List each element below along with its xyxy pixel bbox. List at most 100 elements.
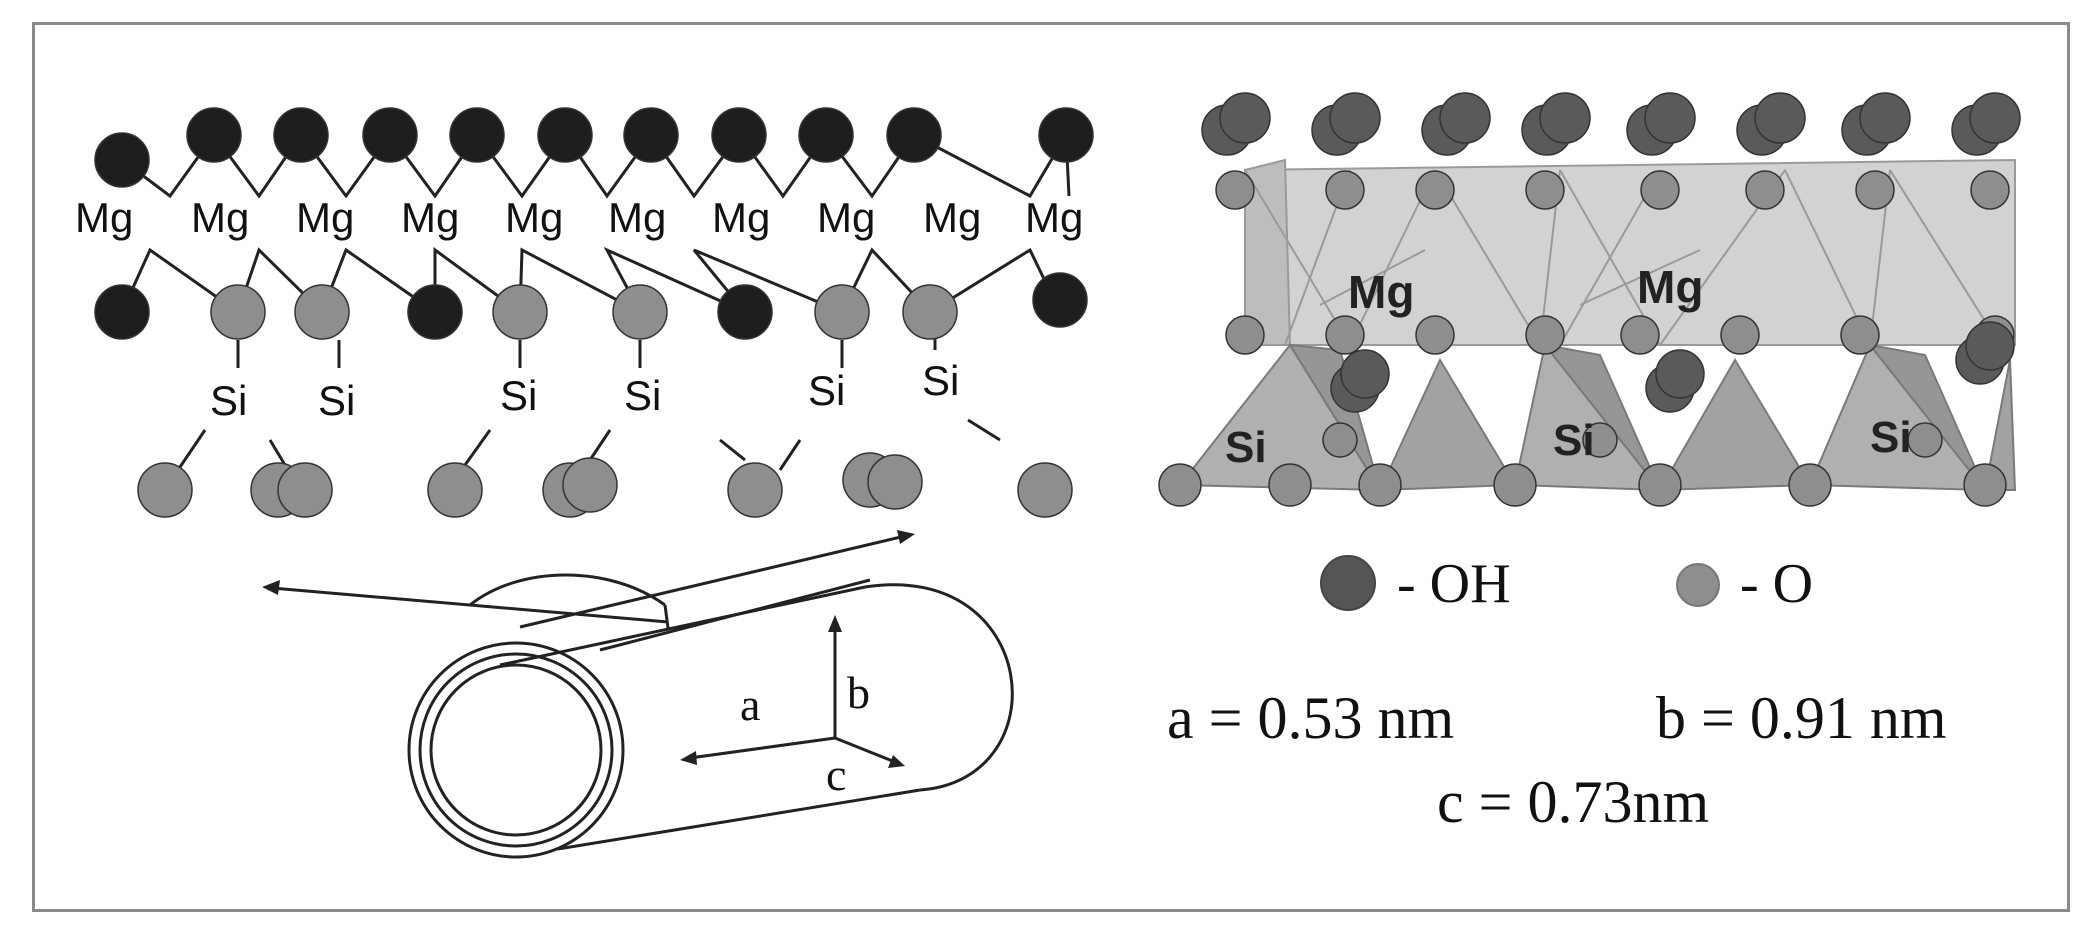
o-atom: [902, 284, 958, 340]
o-atom: [427, 462, 483, 518]
o-atom: [1907, 422, 1943, 458]
o-atom: [1358, 463, 1402, 507]
si-label: Si: [318, 377, 355, 424]
mg-label: Mg: [817, 194, 875, 241]
mg-label: Mg: [401, 194, 459, 241]
o-atom: [1225, 315, 1265, 355]
o-atom: [1788, 463, 1832, 507]
rolling-arrows: [262, 530, 915, 652]
nanotube-schematic: [262, 530, 1014, 859]
left-bonds: [120, 129, 1071, 471]
o-atom: [1017, 462, 1073, 518]
o-atom: [612, 284, 668, 340]
axis-arrows: [680, 615, 905, 768]
o-atom: [562, 457, 618, 513]
legend-oh-label: - OH: [1397, 553, 1511, 615]
o-atom: [1415, 170, 1455, 210]
o-atom: [1215, 170, 1255, 210]
tube-outer-wall: [407, 641, 625, 859]
si-label: Si: [500, 372, 537, 419]
oh-atom: [1340, 349, 1390, 399]
mg-label: Mg: [1637, 261, 1703, 313]
o-atom: [1525, 315, 1565, 355]
oh-atom: [1329, 92, 1381, 144]
right-structure: Mg Mg Si Si Si: [1158, 92, 2021, 507]
o-atom: [294, 284, 350, 340]
oh-atom: [537, 107, 593, 163]
oh-atom: [1032, 272, 1088, 328]
legend-o-label: - O: [1740, 553, 1813, 615]
right-atoms: [1158, 170, 2015, 507]
oh-atom: [1439, 92, 1491, 144]
tube-body: [407, 583, 1014, 859]
o-atom: [492, 284, 548, 340]
si-label: Si: [1225, 423, 1267, 472]
si-label: Si: [922, 357, 959, 404]
oh-atom-icon: [1320, 555, 1376, 611]
right-labels: Mg Mg Si Si Si: [1225, 261, 1912, 472]
oh-atom: [94, 132, 150, 188]
o-atom: [277, 462, 333, 518]
oh-atom: [1539, 92, 1591, 144]
o-atom: [1582, 422, 1618, 458]
o-atom: [1322, 422, 1358, 458]
si-label: Si: [210, 377, 247, 424]
oh-atom: [362, 107, 418, 163]
left-labels: Mg Mg Mg Mg Mg Mg Mg Mg Mg Mg Si Si Si S…: [75, 194, 1083, 424]
oh-atom: [1965, 321, 2015, 371]
o-atom: [1840, 315, 1880, 355]
oh-atom: [407, 284, 463, 340]
mg-label: Mg: [505, 194, 563, 241]
o-atom: [1963, 463, 2007, 507]
left-atoms: [94, 107, 1094, 518]
o-atom: [814, 284, 870, 340]
legend: - OH - O: [1320, 553, 1813, 615]
o-atom: [137, 462, 193, 518]
o-atom: [1720, 315, 1760, 355]
axis-b-label: b: [847, 667, 870, 718]
left-sheet: Mg Mg Mg Mg Mg Mg Mg Mg Mg Mg Si Si Si S…: [75, 107, 1094, 518]
o-atom: [1745, 170, 1785, 210]
mg-label: Mg: [608, 194, 666, 241]
si-label: Si: [1870, 413, 1912, 462]
oh-atom: [1644, 92, 1696, 144]
oh-atom: [798, 107, 854, 163]
right-top-oh-row: [1201, 92, 2021, 156]
si-label: Si: [1553, 416, 1595, 465]
o-atom: [1640, 170, 1680, 210]
oh-atom: [1754, 92, 1806, 144]
oh-atom: [711, 107, 767, 163]
parameter-b: b = 0.91 nm: [1656, 685, 1947, 751]
o-atom: [1158, 463, 1202, 507]
o-atom: [867, 454, 923, 510]
oh-atom: [94, 284, 150, 340]
o-atom: [210, 284, 266, 340]
o-atom: [1525, 170, 1565, 210]
oh-atom: [717, 284, 773, 340]
o-atom-icon: [1676, 563, 1720, 607]
mg-label: Mg: [191, 194, 249, 241]
o-atom: [1493, 463, 1537, 507]
oh-atom: [186, 107, 242, 163]
parameter-c: c = 0.73nm: [1437, 769, 1709, 835]
oh-atom: [1219, 92, 1271, 144]
tube-inner-wall: [429, 663, 603, 837]
si-label: Si: [808, 367, 845, 414]
axis-labels: a b c: [740, 667, 870, 800]
oh-atom: [449, 107, 505, 163]
o-atom: [1268, 463, 1312, 507]
si-label: Si: [624, 372, 661, 419]
oh-atom: [1859, 92, 1911, 144]
mg-label: Mg: [1348, 266, 1414, 318]
lattice-parameters: a = 0.53 nm b = 0.91 nm c = 0.73nm: [1167, 685, 1947, 835]
oh-atom: [1969, 92, 2021, 144]
axis-a-label: a: [740, 679, 760, 730]
o-atom: [1620, 315, 1660, 355]
o-atom: [1325, 315, 1365, 355]
o-atom: [727, 462, 783, 518]
oh-atom: [886, 107, 942, 163]
mg-label: Mg: [712, 194, 770, 241]
o-atom: [1325, 170, 1365, 210]
oh-atom: [1655, 349, 1705, 399]
